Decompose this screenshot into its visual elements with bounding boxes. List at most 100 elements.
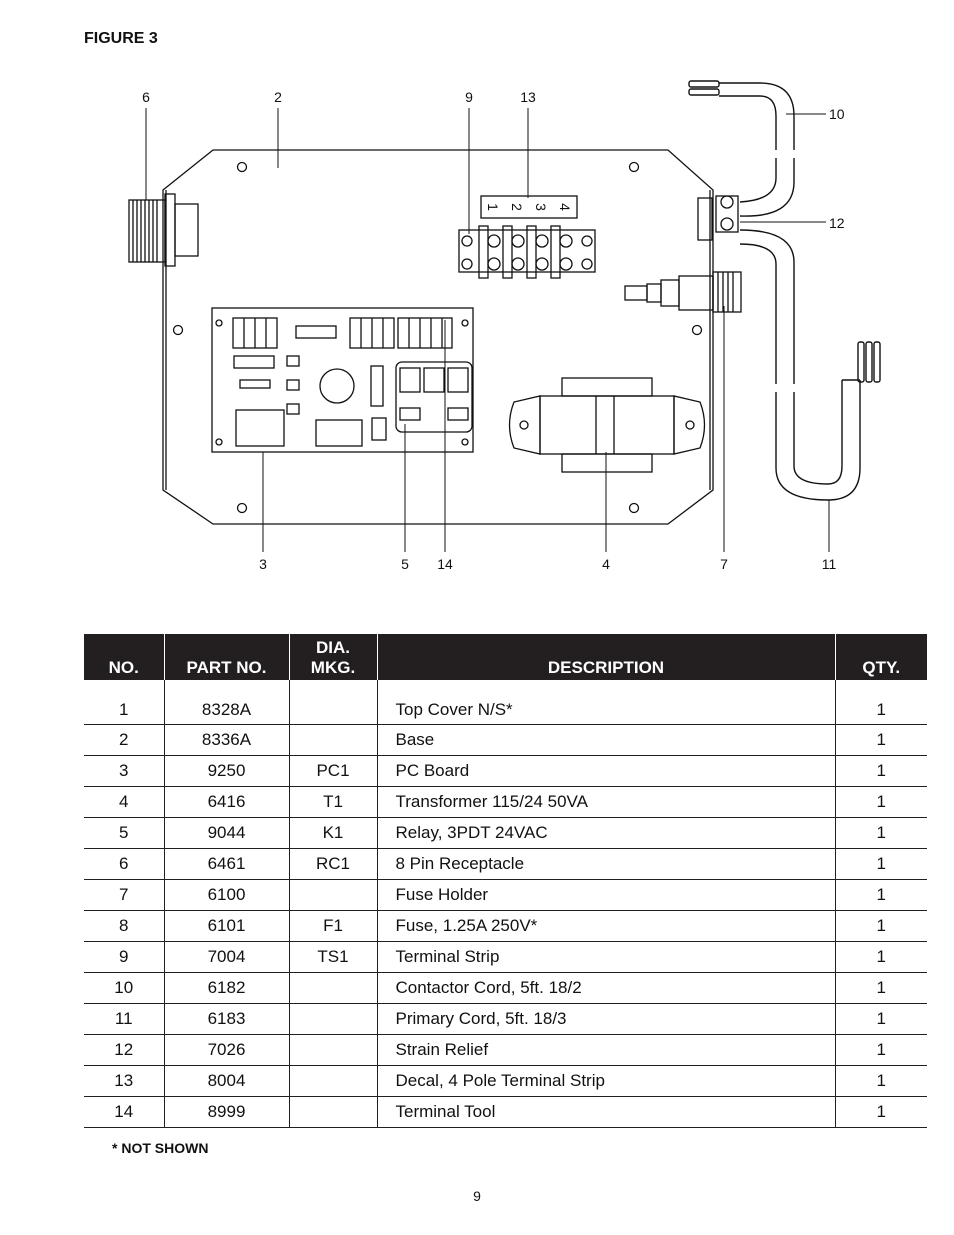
- cell-no: 8: [84, 910, 164, 942]
- terminal-strip: [458, 225, 596, 279]
- terminal-decal: [480, 195, 578, 219]
- primary-cord: [739, 229, 881, 501]
- cell-part-no: 6100: [163, 879, 289, 911]
- cell-no: 4: [84, 786, 164, 818]
- contactor-cord: [688, 80, 795, 217]
- cell-description: Relay, 3PDT 24VAC: [376, 817, 835, 849]
- cell-part-no: 8999: [163, 1096, 289, 1128]
- cell-qty: 1: [834, 1096, 927, 1128]
- cell-no: 14: [84, 1096, 164, 1128]
- cell-no: 12: [84, 1034, 164, 1066]
- callout-label: 12: [829, 215, 845, 231]
- cell-dia-mkg: [288, 724, 377, 756]
- callout-label: 4: [602, 556, 610, 572]
- cell-qty: 1: [834, 848, 927, 880]
- cell-no: 7: [84, 879, 164, 911]
- cell-no: 6: [84, 848, 164, 880]
- terminal-number: 3: [533, 203, 549, 211]
- cell-dia-mkg: RC1: [288, 848, 377, 880]
- cell-part-no: 8328A: [163, 680, 289, 725]
- cell-no: 9: [84, 941, 164, 973]
- cell-part-no: 6182: [163, 972, 289, 1004]
- cell-part-no: 8336A: [163, 724, 289, 756]
- cell-no: 3: [84, 755, 164, 787]
- cell-description: Terminal Strip: [376, 941, 835, 973]
- header-qty: QTY.: [834, 634, 927, 680]
- header-part-no: PART NO.: [163, 634, 289, 680]
- callout-label: 3: [259, 556, 267, 572]
- cell-qty: 1: [834, 941, 927, 973]
- cell-dia-mkg: F1: [288, 910, 377, 942]
- cell-dia-mkg: [288, 879, 377, 911]
- cell-part-no: 6101: [163, 910, 289, 942]
- cell-dia-mkg: [288, 1003, 377, 1035]
- terminal-number: 1: [485, 203, 501, 211]
- cell-qty: 1: [834, 786, 927, 818]
- cell-description: Fuse Holder: [376, 879, 835, 911]
- callout-label: 11: [822, 556, 837, 572]
- header-no: NO.: [84, 634, 164, 680]
- header-dia-mkg: DIA.MKG.: [288, 634, 377, 680]
- cell-qty: 1: [834, 910, 927, 942]
- header-description: DESCRIPTION: [376, 634, 835, 680]
- cell-dia-mkg: [288, 972, 377, 1004]
- cell-no: 1: [84, 680, 164, 725]
- cell-description: Terminal Tool: [376, 1096, 835, 1128]
- callout-label: 14: [437, 556, 453, 572]
- callout-label: 7: [720, 556, 728, 572]
- cell-dia-mkg: [288, 1096, 377, 1128]
- fuse-holder: [624, 271, 742, 313]
- cell-description: 8 Pin Receptacle: [376, 848, 835, 880]
- cell-description: Strain Relief: [376, 1034, 835, 1066]
- parts-table: NO. PART NO. DIA.MKG. DESCRIPTION QTY. 1…: [84, 634, 927, 1128]
- cell-no: 5: [84, 817, 164, 849]
- cell-qty: 1: [834, 972, 927, 1004]
- cell-dia-mkg: TS1: [288, 941, 377, 973]
- callout-label: 5: [401, 556, 409, 572]
- cell-description: Decal, 4 Pole Terminal Strip: [376, 1065, 835, 1097]
- cell-qty: 1: [834, 817, 927, 849]
- parts-diagram: 1 2 3 4 6 2 9 13 10 12 3 5 14 4 7 11: [128, 80, 881, 572]
- cell-dia-mkg: [288, 680, 377, 725]
- base-plate: [162, 149, 714, 525]
- cell-description: Top Cover N/S*: [376, 680, 835, 725]
- terminal-number: 2: [509, 203, 525, 211]
- cell-description: Base: [376, 724, 835, 756]
- cell-no: 10: [84, 972, 164, 1004]
- cell-description: Primary Cord, 5ft. 18/3: [376, 1003, 835, 1035]
- callout-label: 2: [274, 89, 282, 105]
- cell-description: Transformer 115/24 50VA: [376, 786, 835, 818]
- cell-dia-mkg: PC1: [288, 755, 377, 787]
- cell-qty: 1: [834, 1003, 927, 1035]
- cell-no: 11: [84, 1003, 164, 1035]
- cell-qty: 1: [834, 1065, 927, 1097]
- callout-label: 9: [465, 89, 473, 105]
- receptacle: [128, 193, 199, 267]
- footnote: * NOT SHOWN: [112, 1140, 209, 1156]
- cell-part-no: 8004: [163, 1065, 289, 1097]
- cell-qty: 1: [834, 680, 927, 725]
- cell-part-no: 9044: [163, 817, 289, 849]
- cell-no: 13: [84, 1065, 164, 1097]
- cell-part-no: 7026: [163, 1034, 289, 1066]
- callout-label: 10: [829, 106, 845, 122]
- cell-part-no: 9250: [163, 755, 289, 787]
- cell-part-no: 6461: [163, 848, 289, 880]
- page-number: 9: [473, 1188, 481, 1204]
- cell-part-no: 6183: [163, 1003, 289, 1035]
- cell-part-no: 7004: [163, 941, 289, 973]
- cell-dia-mkg: [288, 1034, 377, 1066]
